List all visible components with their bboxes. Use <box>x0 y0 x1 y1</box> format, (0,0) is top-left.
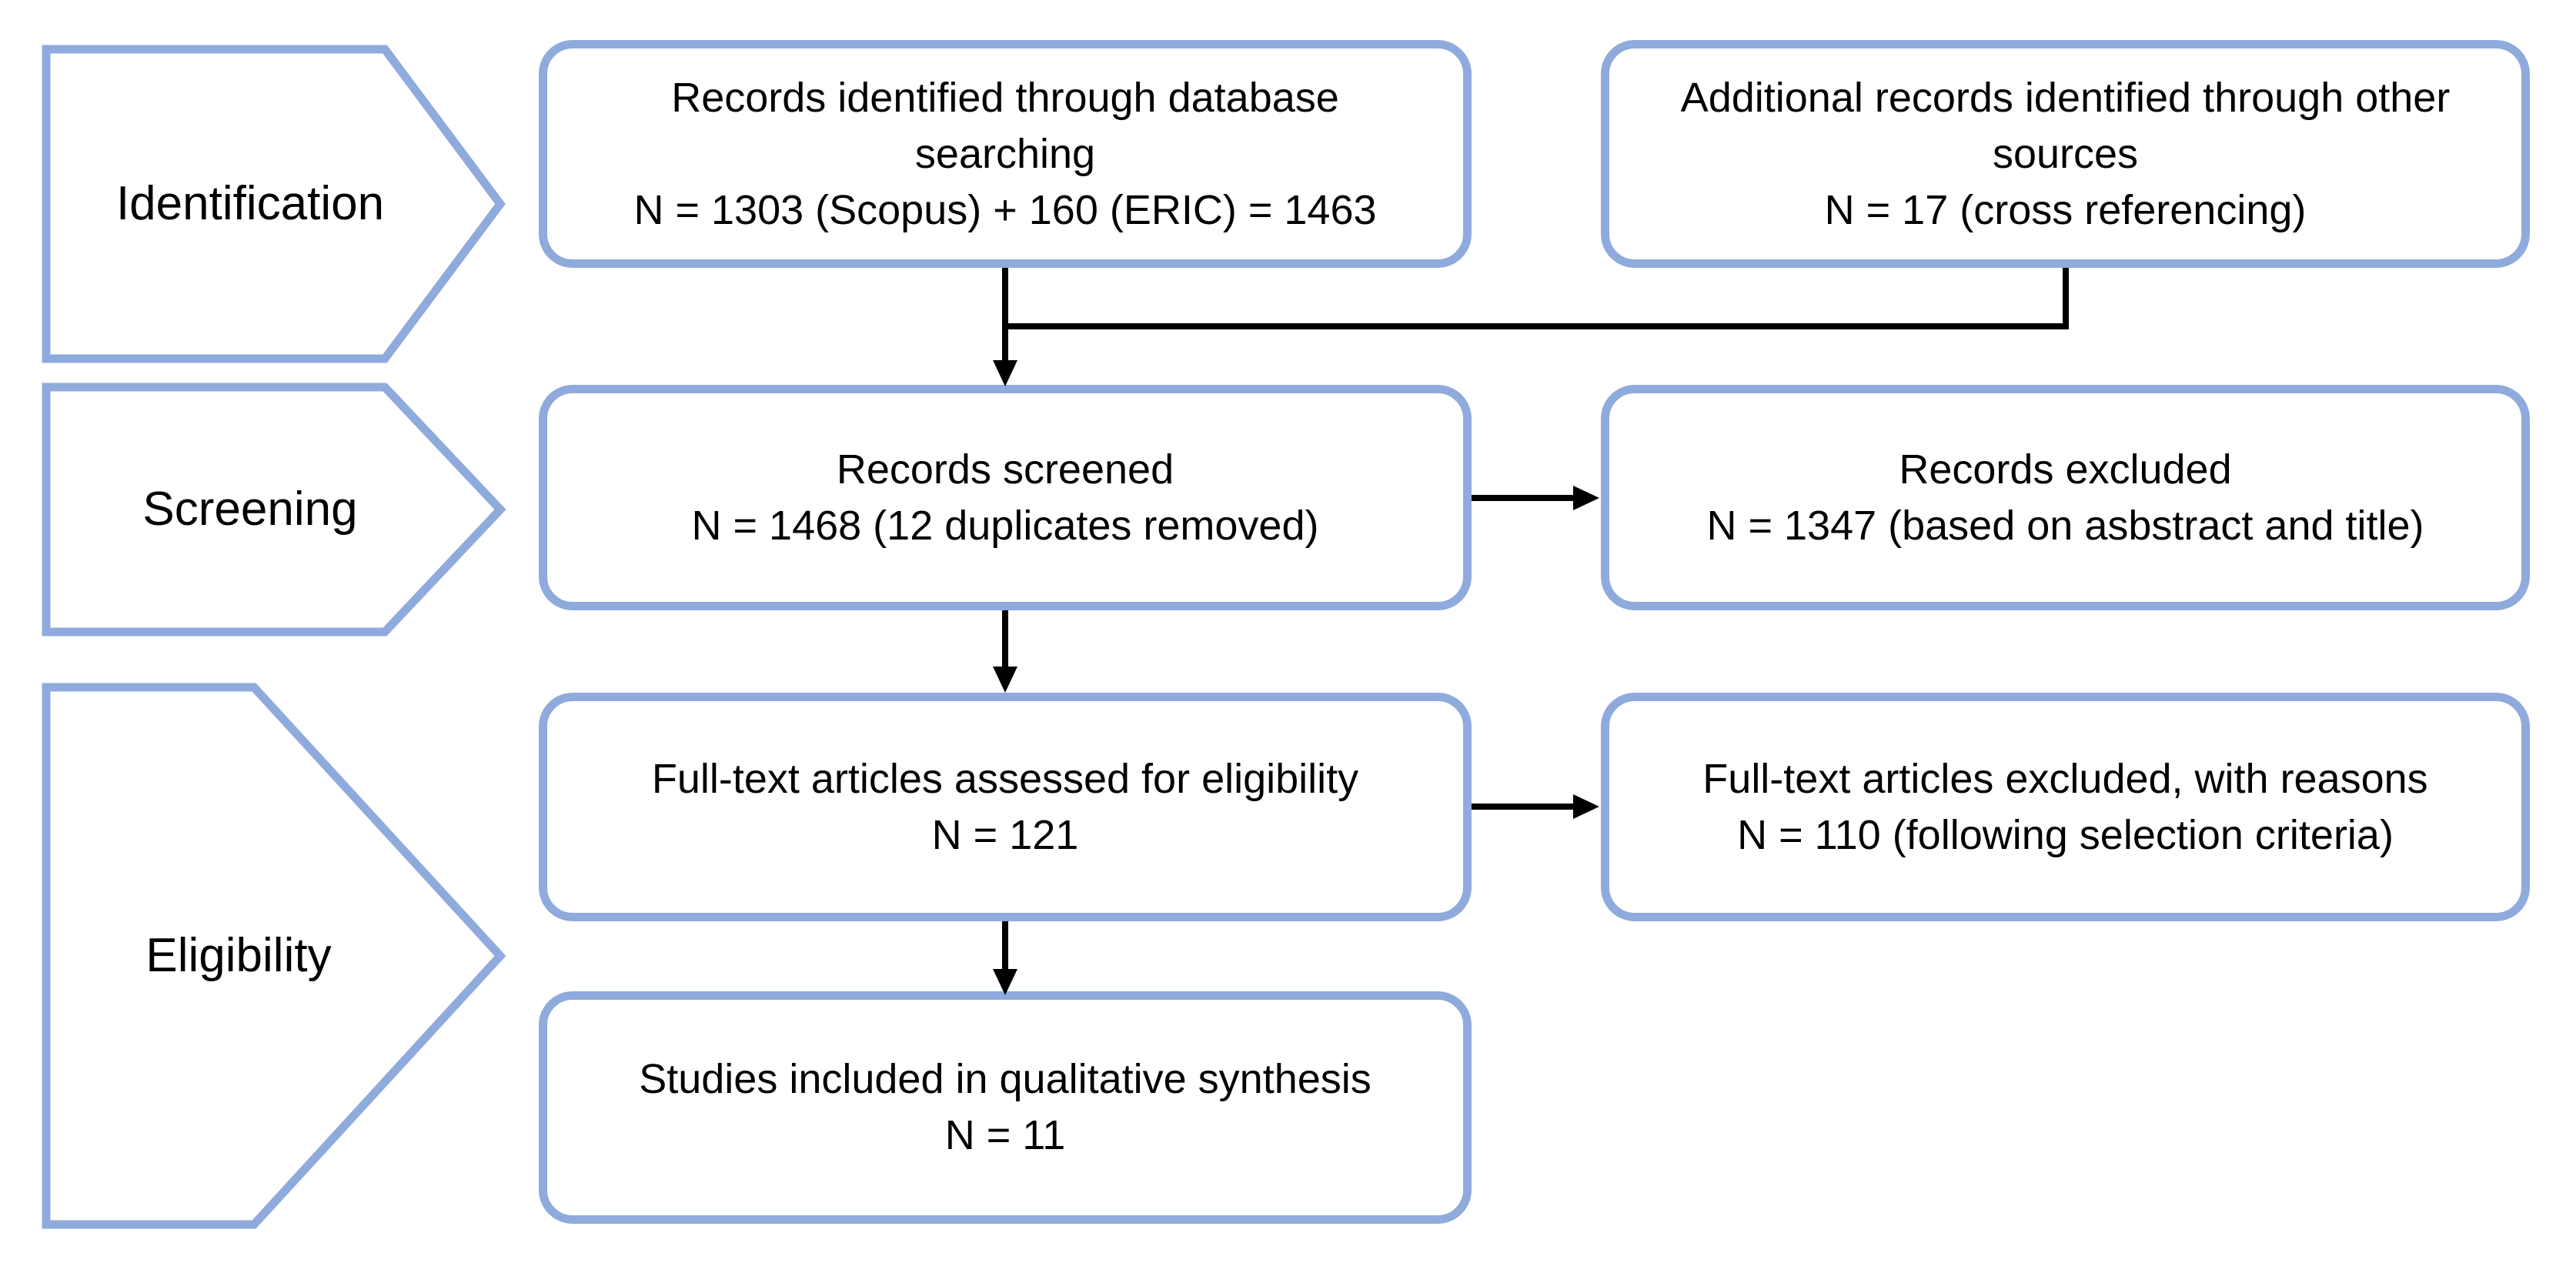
stage-label-text: Identification <box>115 176 385 230</box>
text-line: N = 17 (cross referencing) <box>1824 186 2307 233</box>
box-studies-included <box>539 991 1472 1224</box>
text-line: N = 121 <box>931 811 1079 858</box>
text-line: N = 110 (following selection criteria) <box>1737 811 2394 858</box>
arrow-merge-connector <box>993 268 2069 386</box>
text-line: Records identified through database <box>671 74 1339 121</box>
box-text-records-identified: Records identified through database sear… <box>539 40 1472 268</box>
text-line: Full-text articles excluded, with reason… <box>1702 755 2428 802</box>
arrowhead <box>993 667 1017 693</box>
box-text-records-screened: Records screened N = 1468 (12 duplicates… <box>539 385 1472 610</box>
stage-label-screening: Screening <box>46 387 454 632</box>
text-line: Studies included in qualitative synthesi… <box>639 1056 1372 1102</box>
box-text-fulltext-excluded: Full-text articles excluded, with reason… <box>1601 693 2530 921</box>
stage-label-text: Screening <box>142 482 358 536</box>
box-text-fulltext-assessed: Full-text articles assessed for eligibil… <box>539 693 1472 921</box>
merge-elbow-line <box>1005 268 2069 329</box>
text-line: N = 1468 (12 duplicates removed) <box>691 502 1319 549</box>
arrow-screened-to-excluded <box>1472 486 1599 510</box>
box-text-studies-included: Studies included in qualitative synthesi… <box>539 991 1472 1224</box>
text-line: Additional records identified through ot… <box>1680 74 2451 121</box>
stage-label-text: Eligibility <box>145 928 332 982</box>
text-line: N = 1347 (based on asbstract and title) <box>1706 502 2424 549</box>
box-records-identified <box>539 40 1472 268</box>
text-line: Records screened <box>836 446 1174 493</box>
text-line: searching <box>914 130 1096 177</box>
stage-label-eligibility: Eligibility <box>46 687 431 1225</box>
box-additional-records <box>1601 40 2530 268</box>
box-records-excluded <box>1601 385 2530 610</box>
box-text-additional-records: Additional records identified through ot… <box>1601 40 2530 268</box>
text-line: N = 1303 (Scopus) + 160 (ERIC) = 1463 <box>633 186 1377 233</box>
arrow-eligibility-down <box>993 921 1017 995</box>
text-line: Records excluded <box>1899 446 2232 493</box>
arrowhead <box>1573 486 1599 510</box>
box-text-records-excluded: Records excluded N = 1347 (based on asbs… <box>1601 385 2530 610</box>
text-line: sources <box>1992 130 2139 177</box>
arrow-screened-down <box>993 610 1017 693</box>
arrowhead <box>1573 794 1599 819</box>
stage-label-identification: Identification <box>46 49 454 359</box>
box-fulltext-excluded <box>1601 693 2530 921</box>
arrow-fulltext-to-excluded <box>1472 794 1599 819</box>
arrowhead <box>993 360 1017 386</box>
text-line: N = 11 <box>944 1112 1066 1158</box>
box-fulltext-assessed <box>539 693 1472 921</box>
text-line: Full-text articles assessed for eligibil… <box>651 755 1359 802</box>
box-records-screened <box>539 385 1472 610</box>
